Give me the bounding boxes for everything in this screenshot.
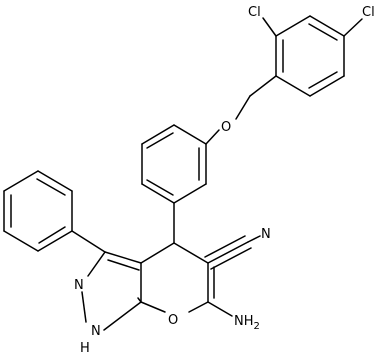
pyrazole-n2-label: N	[74, 278, 84, 293]
amino-label: NH2	[234, 314, 260, 332]
nitrile-group	[204, 235, 261, 270]
amino-bond	[207, 301, 233, 317]
benzyl-ether-linker	[205, 75, 277, 145]
phenylene-ring	[141, 124, 207, 204]
amino-nh-text: NH	[234, 314, 254, 329]
pyran-oxygen-label: O	[168, 313, 178, 328]
dichlorophenyl-ring	[275, 15, 345, 97]
pyrazole-h-label: H	[80, 341, 90, 356]
chlorine-label-ortho: Cl	[248, 5, 261, 20]
phenyl-ring	[3, 170, 106, 253]
amino-subscript: 2	[254, 321, 260, 332]
nitrile-nitrogen-label: N	[261, 227, 271, 242]
pyran-ring	[140, 242, 215, 313]
pyrazole-ring	[81, 251, 142, 331]
pyrazole-n1-label: N	[91, 324, 101, 339]
chlorine-label-para: Cl	[362, 5, 375, 20]
chloro-bonds	[262, 17, 363, 37]
ether-oxygen-label: O	[221, 120, 231, 135]
